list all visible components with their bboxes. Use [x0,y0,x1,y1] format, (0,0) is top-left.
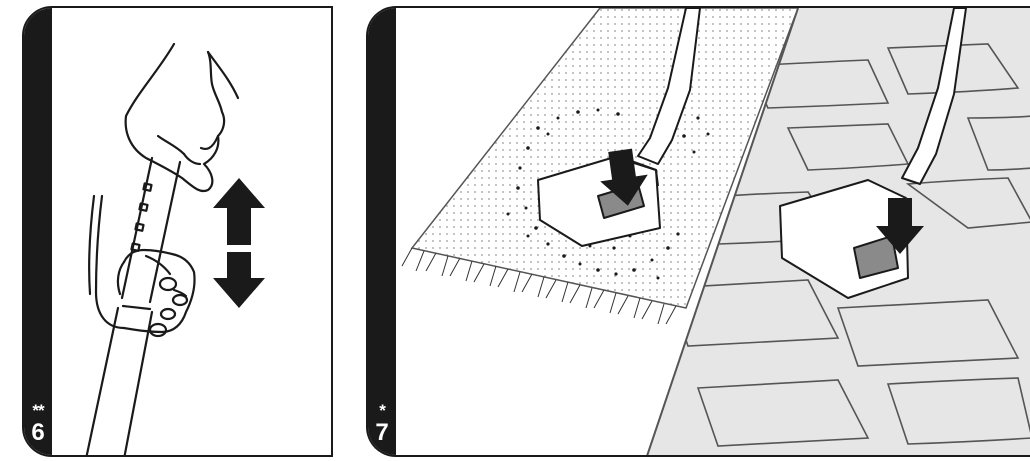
step-7-number: 7 [368,421,396,445]
upper-tube-outline [122,158,180,302]
arrow-down [213,252,265,308]
step-7-spine [368,8,396,455]
step-7-panel: * 7 [366,6,1030,457]
adjust-arrow [213,178,265,308]
step-6-panel: ** 6 [22,6,333,457]
step-6-spine [24,8,52,455]
step-6-number: 6 [24,421,52,445]
tube-hole [139,203,147,210]
step-6-label: ** 6 [24,402,52,445]
lower-hand [96,196,195,332]
floor-nozzle-illustration [368,8,1030,457]
tube-hole [143,183,151,190]
tube-hole [135,223,143,230]
arrow-up [213,178,265,245]
step-7-stars: * [368,402,396,419]
step-6-stars: ** [24,402,52,419]
step-7-label: * 7 [368,402,396,445]
telescopic-tube-illustration [24,8,333,457]
upper-hand [126,44,224,191]
